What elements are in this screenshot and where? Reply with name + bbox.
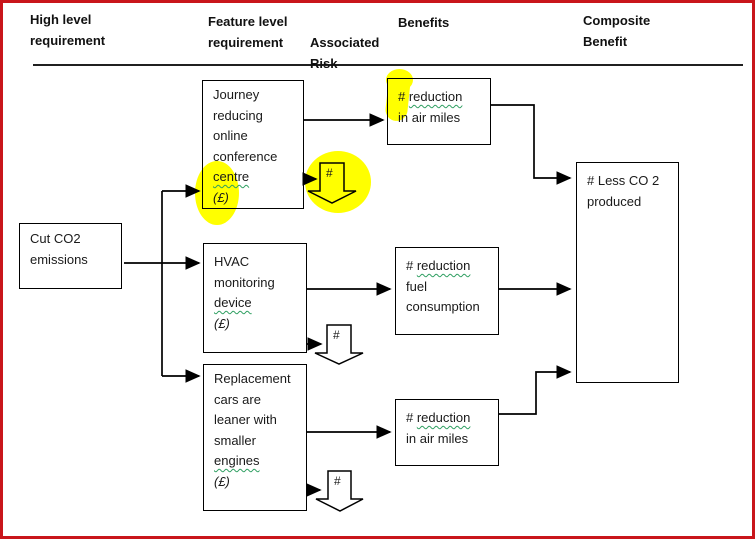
misspelled-word: reduction (408, 89, 463, 104)
risk-down-arrow-icon (314, 324, 364, 365)
misspelled-word: engines (214, 453, 260, 468)
node-text-line: Journey (213, 87, 260, 102)
node-text-line: # reduction (406, 408, 494, 429)
node-benefit-reduction-fuel: # reduction fuel consumption (395, 247, 499, 335)
risk-down-arrow-icon (315, 470, 364, 512)
column-header-associated-risk: Associated Risk (310, 35, 380, 71)
node-text-line: conference (213, 148, 278, 164)
node-text-line: # Less CO 2 (587, 173, 660, 188)
node-text-line: emissions (30, 251, 88, 267)
node-text-line: (£) (214, 314, 302, 335)
column-header-composite-benefit: Composite Benefit (583, 13, 651, 49)
node-text-line: online (213, 128, 248, 143)
misspelled-word: reduction (416, 410, 471, 425)
node-text-line: (£) (214, 472, 302, 493)
node-text-line: # reduction (406, 256, 494, 277)
node-composite-less-co2: # Less CO 2 produced (576, 162, 679, 383)
node-text-line: centre (213, 167, 299, 188)
cost-symbol: (£) (214, 473, 230, 489)
node-benefit-reduction-air-miles-bottom: # reduction in air miles (395, 399, 499, 466)
risk-down-arrow-icon (307, 162, 357, 204)
node-text-line: device (214, 293, 302, 314)
node-text-line: in air miles (406, 430, 469, 446)
hash-prefix: # (406, 258, 417, 273)
column-header-high-level: High level requirement (30, 12, 106, 48)
cost-symbol: (£) (213, 189, 229, 205)
node-text-line: leaner with (214, 412, 277, 427)
hash-prefix: # (398, 89, 409, 104)
misspelled-word: reduction (416, 258, 471, 273)
node-text-line: (£) (213, 188, 299, 209)
node-cut-co2-emissions: Cut CO2 emissions (19, 223, 122, 289)
node-replacement-cars: Replacement cars are leaner with smaller… (203, 364, 307, 511)
node-text-line: Cut CO2 (30, 231, 81, 246)
node-text-line: HVAC (214, 254, 250, 269)
node-text-line: smaller (214, 432, 256, 448)
node-text-line: engines (214, 451, 302, 472)
cost-symbol: (£) (214, 315, 230, 331)
risk-hash-label: # (333, 328, 340, 342)
misspelled-word: centre (213, 169, 250, 184)
risk-hash-label: # (334, 474, 341, 488)
node-text-line: consumption (406, 299, 480, 314)
column-header-feature-level: Feature level requirement (208, 14, 288, 50)
misspelled-word: device (214, 295, 252, 310)
column-header-benefits: Benefits (398, 15, 450, 30)
node-benefit-reduction-air-miles-top: # reduction in air miles (387, 78, 491, 145)
node-text-line: fuel (406, 278, 427, 294)
node-text-line: reducing (213, 107, 263, 123)
node-text-line: Replacement (214, 371, 291, 386)
node-text-line: monitoring (214, 274, 275, 290)
node-hvac-monitoring-device: HVAC monitoring device (£) (203, 243, 307, 353)
hash-prefix: # (406, 410, 417, 425)
node-text-line: in air miles (398, 109, 461, 125)
node-journey-reducing-conference: Journey reducing online conference centr… (202, 80, 304, 209)
node-text-line: produced (587, 193, 642, 209)
connector-lines (33, 64, 743, 512)
node-text-line: cars are (214, 391, 261, 407)
node-text-line: # reduction (398, 87, 486, 108)
highlight-mark-benefit1-top (386, 69, 413, 91)
risk-hash-label: # (326, 166, 333, 180)
